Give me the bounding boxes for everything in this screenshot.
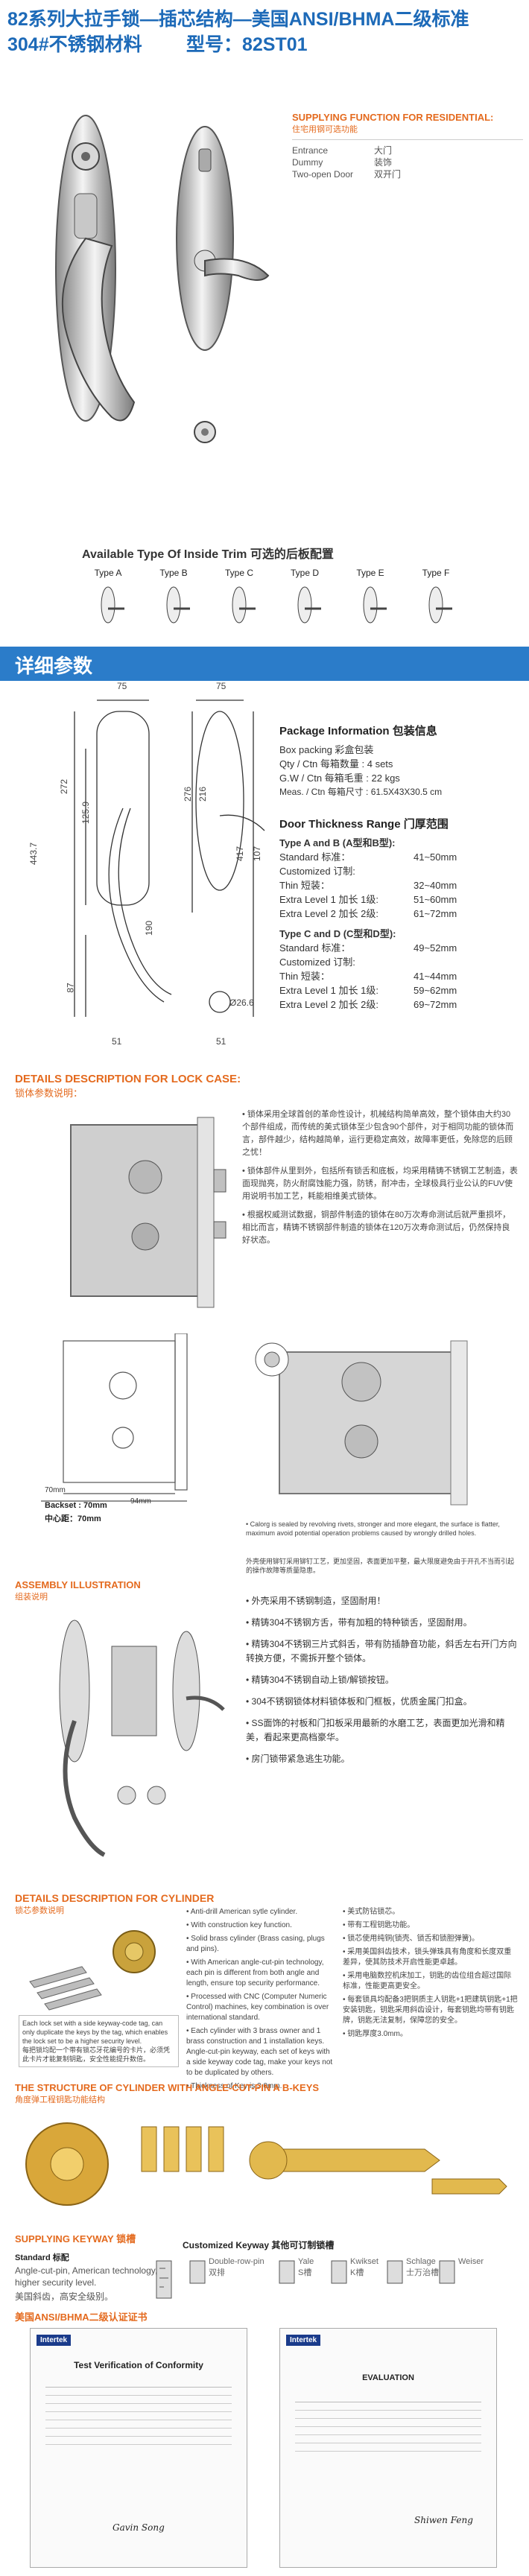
certificate-right: Intertek EVALUATION Shiwen Feng xyxy=(279,2328,497,2568)
angle-cut-pin-diagrams xyxy=(25,2122,507,2206)
dim-left-4: 87 xyxy=(65,983,76,993)
dim-94: 94mm xyxy=(130,1497,151,1506)
cylinder-title: DETAILS DESCRIPTION FOR CYLINDER xyxy=(15,1892,215,1904)
door-thickness-title: Door Thickness Range 门厚范围 xyxy=(279,818,449,831)
keyway-option: Weiser xyxy=(458,2257,484,2266)
door-row: Extra Level 1 加长 1级:51~60mm xyxy=(279,894,457,905)
handleset-illustration xyxy=(55,115,270,443)
cylinder-cn-bullets: • 美式防钻锁芯。 • 带有工程钥匙功能。 • 锁芯使用纯铜(锁壳、锁舌和锁胆弹… xyxy=(343,1908,518,2038)
mortise-lock-image xyxy=(70,1117,227,1308)
keyway-title: SUPPLYING KEYWAY 锁槽 xyxy=(15,2233,136,2245)
lock-technical-drawing xyxy=(41,1333,188,1502)
supplying-function-subtitle: 住宅用钢可选功能 xyxy=(292,125,358,134)
dim-left-3: 125.9 xyxy=(80,801,92,825)
details-band: 详细参数 xyxy=(0,647,529,681)
package-row: Meas. / Ctn 每箱尺寸 : 61.5X43X30.5 cm xyxy=(279,787,443,797)
lock-case-more-bullets: • 外壳采用不锈钢制造，坚固耐用！ • 精铸304不锈钢方舌，带有加粗的特种锁舌… xyxy=(246,1596,517,1764)
assembly-title: ASSEMBLY ILLUSTRATION xyxy=(15,1579,141,1590)
assembly-illustration xyxy=(59,1619,225,1857)
lock-case-title: DETAILS DESCRIPTION FOR LOCK CASE: xyxy=(15,1073,241,1085)
lock-case-cn-note: 外壳使用铆钉采用铆钉工艺，更加坚固，表面更加平整，最大限度避免由于开孔不当而引起… xyxy=(246,1558,515,1574)
keyway-standard-label: Standard 标配 xyxy=(15,2253,69,2262)
door-row: Customized 订制: xyxy=(279,866,355,877)
keyway-standard-text: Angle-cut-pin, American technology, high… xyxy=(15,2265,158,2288)
dim-right-5: 190 xyxy=(144,920,155,936)
custom-keyway-icons xyxy=(189,2260,455,2284)
dim-left-2: 272 xyxy=(59,778,70,795)
door-row: Standard 标准：49~52mm xyxy=(279,942,457,954)
certificate-left-title: Test Verification of Conformity xyxy=(74,2360,203,2370)
intertek-logo: Intertek xyxy=(37,2335,72,2346)
trim-type-icons xyxy=(101,586,452,624)
cylinder-en-bullets: • Anti-drill American sytle cylinder. • … xyxy=(186,1908,333,2090)
certificate-title: 美国ANSI/BHMA二级认证证书 xyxy=(15,2312,148,2323)
keyway-standard-cn: 美国斜齿，高安全级别。 xyxy=(15,2291,114,2302)
standard-keyway-icon xyxy=(156,2260,172,2299)
door-row: Extra Level 2 加长 2级:69~72mm xyxy=(279,999,457,1010)
backset-cn: 中心距：70mm xyxy=(45,1514,101,1523)
trim-types-title: Available Type Of Inside Trim 可选的后板配置 xyxy=(82,548,334,561)
certificate-left-signature: Gavin Song xyxy=(113,2522,165,2533)
cylinder-keys-image xyxy=(29,1930,156,2011)
keyway-code-tag-box: Each lock set with a side keyway-code ta… xyxy=(19,2015,179,2067)
intertek-logo: Intertek xyxy=(286,2335,321,2346)
door-row: Thin 短装：32~40mm xyxy=(279,880,457,891)
door-row: Standard 标准：41~50mm xyxy=(279,851,457,863)
door-group-heading: Type A and B (A型和B型): xyxy=(279,837,396,848)
backset-en: Backset : 70mm xyxy=(45,1501,107,1510)
assembly-subtitle: 组装说明 xyxy=(15,1593,48,1602)
door-row: Thin 短装：41~44mm xyxy=(279,971,457,982)
header-line1: 82系列大拉手锁—插芯结构—美国ANSI/BHMA二级标准 xyxy=(7,9,469,30)
dim-bottom-2: 51 xyxy=(216,1036,227,1047)
dim-right-3: 216 xyxy=(197,786,209,802)
package-title: Package Information 包装信息 xyxy=(279,725,437,737)
dim-top-2: 75 xyxy=(216,681,227,691)
dimension-drawing xyxy=(74,699,265,1017)
package-row: G.W / Ctn 每箱毛重 : 22 kgs xyxy=(279,773,400,784)
package-row: Qty / Ctn 每箱数量 : 4 sets xyxy=(279,758,393,770)
lock-case-en-bullet: • Calorg is sealed by revolving rivets, … xyxy=(246,1520,500,1537)
certificate-left: Intertek Test Verification of Conformity… xyxy=(30,2328,247,2568)
angle-cut-subtitle: 角度弹工程钥匙功能结构 xyxy=(15,2096,105,2104)
dim-top-1: 75 xyxy=(117,681,127,691)
door-row: Extra Level 1 加长 1级:59~62mm xyxy=(279,985,457,996)
custom-keyway-label: Customized Keyway 其他可订制锁槽 xyxy=(183,2240,335,2250)
door-row: Customized 订制: xyxy=(279,957,355,968)
header-line2-right: 型号：82ST01 xyxy=(186,34,308,55)
angle-cut-title: THE STRUCTURE OF CYLINDER WITH ANGLE-CUT… xyxy=(15,2082,320,2093)
dim-left-1: 443.7 xyxy=(28,842,39,866)
lock-case-cn-bullets: • 锁体采用全球首创的革命性设计，机械结构简单高效，整个锁体由大约30个部件组成… xyxy=(242,1110,518,1245)
dim-70: 70mm xyxy=(45,1486,66,1494)
dim-right-4: 107 xyxy=(252,846,263,862)
door-row: Extra Level 2 加长 2级:61~72mm xyxy=(279,908,457,919)
dim-bottom-1: 51 xyxy=(112,1036,122,1047)
dim-knob: Ø26.6 xyxy=(229,997,254,1008)
certificate-right-title: EVALUATION xyxy=(362,2373,414,2382)
door-group-heading: Type C and D (C型和D型): xyxy=(279,928,396,939)
certificate-right-signature: Shiwen Feng xyxy=(414,2515,473,2525)
header-line2-left: 304#不锈钢材料 xyxy=(7,34,142,55)
supplying-function-title: SUPPLYING FUNCTION FOR RESIDENTIAL: xyxy=(292,112,494,123)
package-row: Box packing 彩盒包装 xyxy=(279,744,374,755)
dim-right-1: 417 xyxy=(235,846,246,862)
lock-case-subtitle: 锁体参数说明： xyxy=(15,1088,83,1099)
cylinder-subtitle: 锁芯参数说明 xyxy=(15,1906,64,1915)
mortise-photo xyxy=(255,1340,468,1506)
dim-right-2: 276 xyxy=(183,786,194,802)
